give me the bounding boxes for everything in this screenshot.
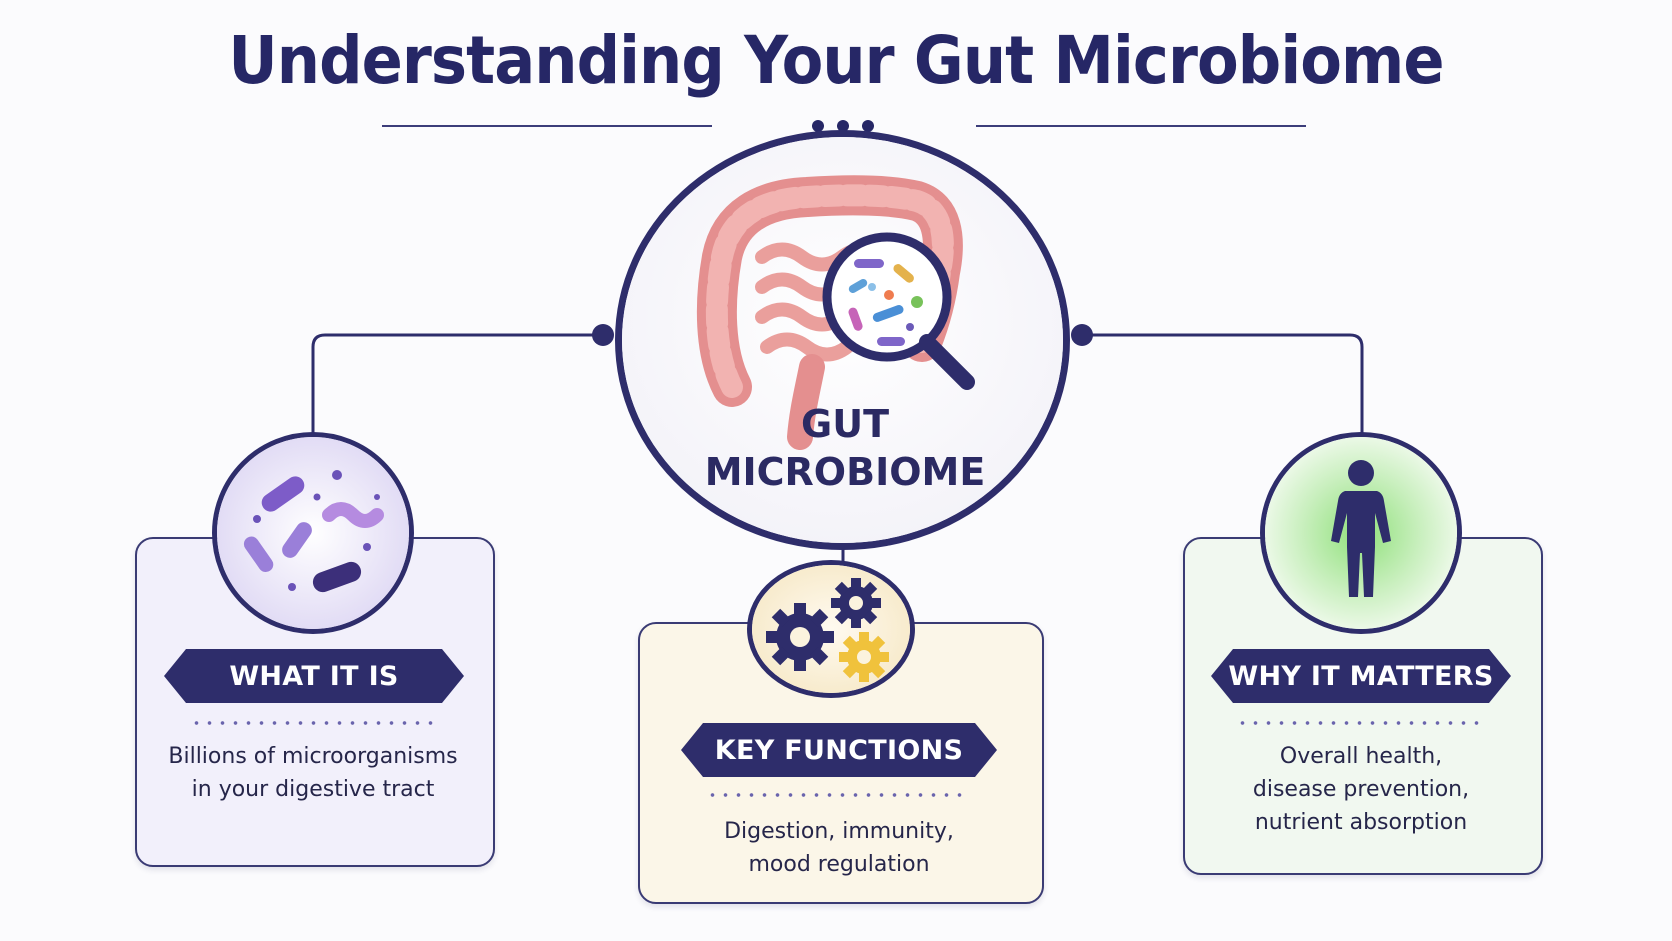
title-rule-left: [382, 125, 712, 127]
human-body-icon: [1265, 437, 1457, 629]
description-line: nutrient absorption: [1254, 810, 1468, 835]
title-dot: [837, 120, 849, 132]
heading-why-it-matters: WHY IT MATTERS: [1211, 649, 1511, 703]
description-line: Overall health,: [1279, 744, 1443, 769]
description-why-it-matters: Overall health, disease prevention, nutr…: [1193, 740, 1529, 839]
description-line: Digestion, immunity,: [724, 819, 954, 844]
heading-key-functions: KEY FUNCTIONS: [681, 723, 997, 777]
description-line: mood regulation: [748, 852, 930, 877]
gears-circle: [747, 560, 915, 698]
title-dot: [812, 120, 824, 132]
description-what-it-is: Billions of microorganisms in your diges…: [145, 740, 481, 806]
center-label: GUT MICROBIOME: [690, 400, 1000, 496]
separator-middle: [706, 793, 970, 797]
title-dot: [862, 120, 874, 132]
connector-right: [1082, 333, 1364, 437]
intestine-icon: [622, 137, 1063, 543]
separator-left: [190, 721, 438, 725]
connector-left: [311, 333, 603, 437]
description-line: disease prevention,: [1252, 777, 1470, 802]
heading-what-it-is: WHAT IT IS: [164, 649, 464, 703]
connector-node-left: [592, 324, 614, 346]
page-title: Understanding Your Gut Microbiome: [228, 22, 1444, 99]
separator-right: [1236, 721, 1484, 725]
description-line: Billions of microorganisms: [168, 744, 458, 769]
title-rule-right: [976, 125, 1306, 127]
human-body-circle: [1260, 432, 1462, 634]
connector-node-right: [1071, 324, 1093, 346]
center-label-line2: MICROBIOME: [704, 450, 986, 494]
bacteria-icon: [217, 437, 409, 629]
description-key-functions: Digestion, immunity, mood regulation: [648, 815, 1030, 881]
gears-icon: [752, 565, 910, 693]
gut-microbiome-circle: [615, 130, 1070, 550]
description-line: in your digestive tract: [191, 777, 435, 802]
center-label-line1: GUT: [801, 402, 889, 446]
bacteria-circle: [212, 432, 414, 634]
